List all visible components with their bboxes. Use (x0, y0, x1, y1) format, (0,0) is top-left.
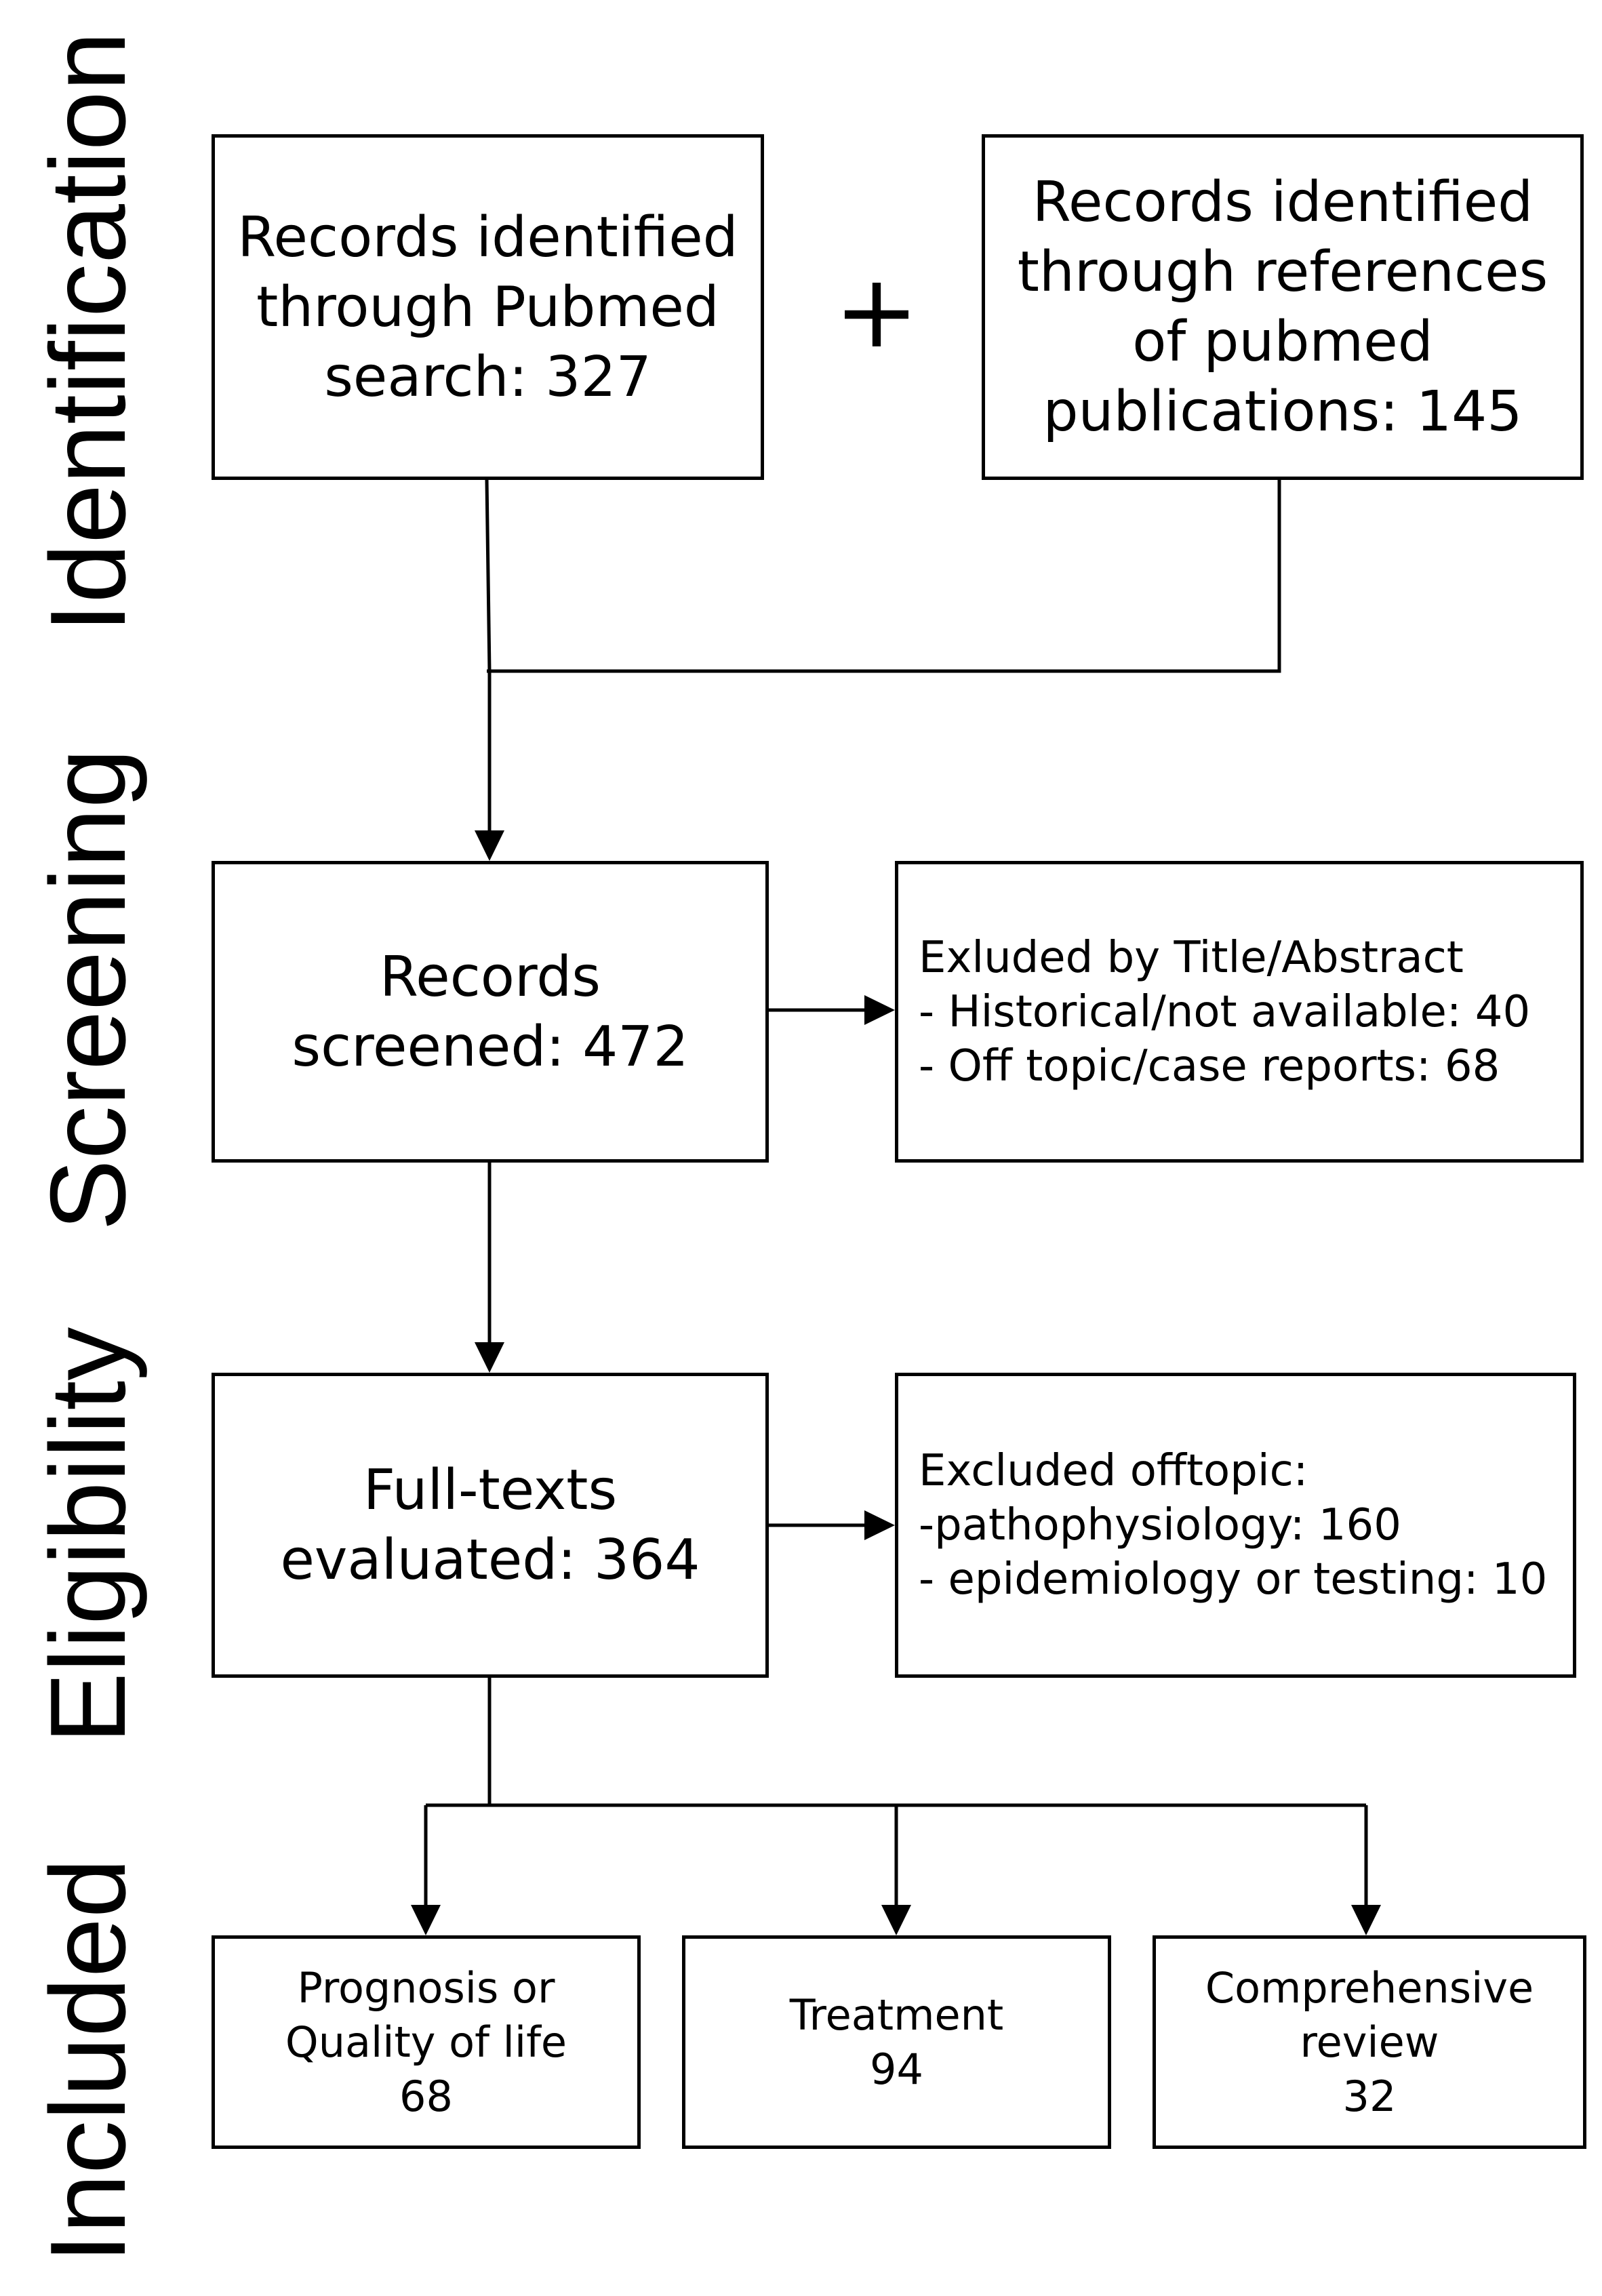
box-references-line-2: through references (1017, 240, 1548, 304)
box-treatment-line-1: Treatment (789, 1990, 1004, 2040)
box-prognosis-line-2: Quality of life (285, 2017, 567, 2067)
box-excluded-title-abstract: Exluded by Title/Abstract - Historical/n… (895, 861, 1584, 1163)
arrowhead-review (1351, 1905, 1381, 1935)
arrowhead-screened (475, 830, 504, 861)
box-excluded-offtopic-line-3: - epidemiology or testing: 10 (919, 1554, 1548, 1605)
box-prognosis-line-1: Prognosis or (297, 1962, 555, 2013)
box-pubmed-records: Records identified through Pubmed search… (212, 134, 764, 480)
box-screened-line-2: screened: 472 (292, 1014, 689, 1079)
box-fulltexts-line-1: Full-texts (363, 1458, 618, 1523)
box-review-line-1: Comprehensive (1205, 1962, 1534, 2013)
box-excluded-offtopic-line-1: Excluded offtopic: (919, 1446, 1308, 1496)
arrowhead-treatment (881, 1905, 911, 1935)
box-treatment-line-2: 94 (870, 2044, 923, 2094)
box-references-line-4: publications: 145 (1043, 380, 1523, 444)
arrowhead-excluded-offtopic (864, 1510, 895, 1540)
box-excluded-title-line-3: - Off topic/case reports: 68 (919, 1041, 1500, 1091)
box-pubmed-line-1: Records identified (237, 205, 738, 270)
box-comprehensive-review: Comprehensive review 32 (1153, 1935, 1586, 2149)
box-prognosis-quality-of-life: Prognosis or Quality of life 68 (212, 1935, 641, 2149)
box-review-line-2: review (1300, 2017, 1439, 2067)
box-excluded-title-line-1: Exluded by Title/Abstract (919, 932, 1464, 983)
box-excluded-title-line-2: - Historical/not available: 40 (919, 986, 1531, 1037)
box-review-line-3: 32 (1342, 2071, 1397, 2121)
arrowhead-fulltexts (475, 1342, 504, 1373)
box-pubmed-line-3: search: 327 (324, 344, 652, 409)
box-reference-records: Records identified through references of… (982, 134, 1584, 480)
arrowhead-prognosis (411, 1905, 441, 1935)
box-fulltexts-evaluated: Full-texts evaluated: 364 (212, 1373, 769, 1678)
connector-pubmed-down (485, 479, 492, 672)
box-references-line-3: of pubmed (1132, 310, 1433, 374)
box-references-line-1: Records identified (1032, 170, 1534, 235)
box-excluded-offtopic: Excluded offtopic: -pathophysiology: 160… (895, 1373, 1576, 1678)
box-treatment: Treatment 94 (682, 1935, 1111, 2149)
plus-symbol: + (834, 253, 919, 371)
box-records-screened: Records screened: 472 (212, 861, 769, 1163)
box-screened-line-1: Records (379, 944, 601, 1009)
box-fulltexts-line-2: evaluated: 364 (280, 1528, 700, 1592)
box-pubmed-line-2: through Pubmed (256, 275, 719, 340)
arrowhead-excluded-title (864, 995, 895, 1025)
connector-references-down (487, 480, 1281, 673)
box-prognosis-line-3: 68 (399, 2071, 453, 2121)
box-excluded-offtopic-line-2: -pathophysiology: 160 (919, 1500, 1401, 1550)
